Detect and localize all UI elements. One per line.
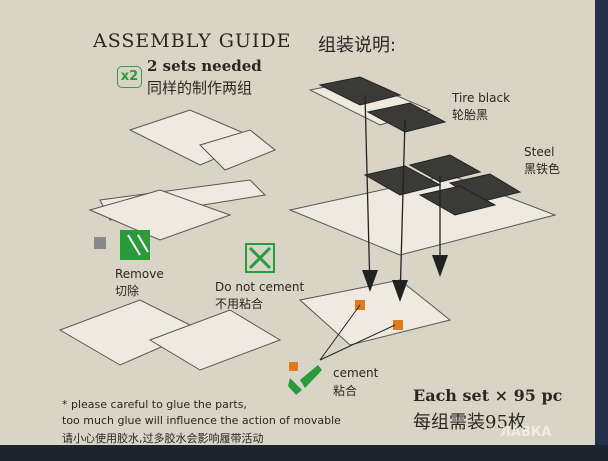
track-diagram	[58, 76, 557, 395]
remove-label: Remove	[115, 267, 164, 281]
guide-title-cn: 组装说明:	[318, 35, 397, 56]
count-label: Each set × 95 pc	[413, 386, 563, 405]
glue-note-line2: too much glue will influence the action …	[62, 414, 341, 427]
box-edge-bottom	[0, 445, 608, 461]
sets-label: 2 sets needed	[147, 57, 262, 75]
tire-label-cn: 轮胎黑	[452, 108, 489, 122]
sets-label-cn: 同样的制作两组	[147, 79, 253, 97]
guide-title: ASSEMBLY GUIDE	[93, 30, 292, 52]
steel-label-cn: 黑铁色	[524, 162, 561, 176]
count-label-cn: 每组需装95枚	[413, 412, 526, 433]
x2-badge: x2	[117, 66, 142, 88]
brush-icon	[300, 365, 322, 388]
glue-note-line1: * please careful to glue the parts,	[62, 398, 247, 411]
box-edge-right	[595, 0, 608, 461]
cement-label-cn: 粘合	[333, 384, 358, 398]
assembly-guide-sheet: ASSEMBLY GUIDE 组装说明: x2 2 sets needed 同样…	[0, 0, 595, 445]
remove-label-cn: 切除	[115, 284, 140, 298]
tire-label: Tire black	[452, 91, 511, 105]
glue-note-line3: 请小心使用胶水,过多胶水会影响履带活动	[62, 432, 264, 445]
part-square	[94, 237, 106, 249]
steel-label: Steel	[524, 145, 555, 159]
cement-label: cement	[333, 366, 379, 380]
tire-pad	[318, 76, 402, 106]
watermark: ЛАВКА	[500, 425, 552, 440]
no-cement-label-cn: 不用粘合	[215, 297, 264, 311]
no-cement-label: Do not cement	[215, 280, 305, 294]
